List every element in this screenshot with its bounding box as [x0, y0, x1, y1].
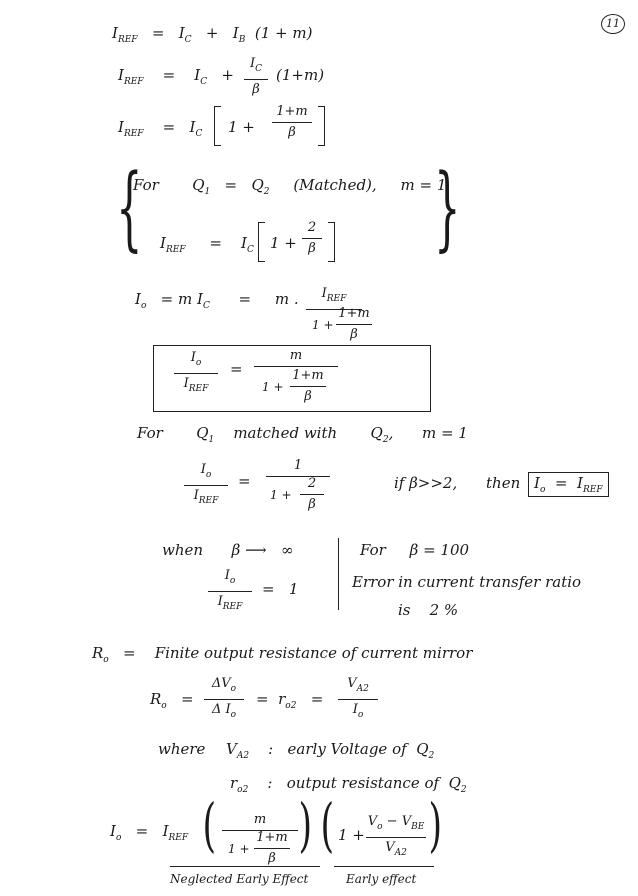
eq7-eq: = — [238, 472, 251, 490]
bracket-right-2 — [328, 222, 335, 262]
error-line1: Error in current transfer ratio — [352, 573, 582, 591]
brace-right: } — [434, 154, 461, 261]
bracket-left-2 — [258, 222, 265, 262]
fraction-vo-vbe-va: Vo − VBE VA2 — [366, 814, 426, 858]
paren-right-1: ) — [298, 791, 313, 859]
bracket-left — [214, 106, 221, 146]
fraction-1m-beta-4: 1+m β — [254, 830, 290, 867]
fraction-m-over: m — [254, 348, 338, 369]
equation-iref-matched: IREF = IC — [160, 234, 254, 255]
error-line2: is 2 % — [398, 601, 459, 619]
fraction-dvo-dio: ΔVo Δ Io — [204, 676, 244, 723]
den-one-plus: 1 + — [312, 318, 334, 332]
underline-neglected — [170, 866, 320, 867]
equation-tail: (1+m) — [276, 66, 325, 84]
limit-eq: = 1 — [262, 580, 299, 598]
eq7-den-one: 1 + — [270, 488, 292, 502]
boxed-eq: = — [230, 360, 243, 378]
bracket-right — [318, 106, 325, 146]
condition-beta: if β>>2, — [394, 474, 458, 492]
limit-when: when β ⟶ ∞ — [162, 541, 294, 559]
factor-one-plus: 1 + — [228, 118, 255, 136]
boxed-io-iref: Io = IREF — [528, 472, 609, 497]
paren-left-1: ( — [202, 791, 217, 859]
ro-definition: Ro = Finite output resistance of current… — [92, 644, 473, 665]
equation-io: Io = m IC = m . — [135, 290, 299, 311]
where-ro: ro2 : output resistance of Q2 — [230, 774, 467, 795]
matched-condition: For Q1 = Q2 (Matched), m = 1 — [133, 176, 447, 197]
divider-line — [338, 538, 339, 610]
underline-early — [334, 866, 434, 867]
fraction-va-io: VA2 Io — [338, 676, 378, 723]
equation-iref-ic-over-beta: IREF = IC + — [118, 66, 234, 87]
equation-iref-factor: IREF = IC — [118, 118, 203, 139]
fraction-1m-beta: 1+m β — [272, 104, 312, 141]
eq9-lhs: Io = IREF — [110, 822, 189, 843]
fraction-m-over-2: m — [222, 812, 298, 833]
fraction-2-beta: 2 β — [302, 220, 322, 257]
fraction-iref-over: IREF — [306, 286, 362, 312]
boxed-den-one: 1 + — [262, 380, 284, 394]
where-va: VA2 : early Voltage of Q2 — [226, 740, 435, 761]
boxed-result — [153, 345, 431, 412]
fraction-2-beta-2: 2 β — [300, 476, 324, 513]
paren-right-2: ) — [428, 791, 443, 859]
equation-iref-ib: IREF = IC + IB (1 + m) — [112, 24, 313, 45]
condition-then: then — [486, 474, 521, 492]
label-neglected: Neglected Early Effect — [170, 872, 309, 886]
fraction-io-iref: Io IREF — [174, 350, 218, 397]
fraction-1m-beta-3: 1+m β — [290, 368, 326, 405]
fraction-ic-beta: IC β — [244, 56, 268, 98]
error-for: For β = 100 — [360, 541, 470, 559]
factor-one-plus-2: 1 + — [270, 234, 297, 252]
paren-left-2: ( — [320, 791, 335, 859]
fraction-io-iref-3: Io IREF — [208, 568, 252, 615]
fraction-1-over: 1 — [266, 458, 330, 479]
eq9-den-one: 1 + — [228, 842, 250, 856]
fraction-1m-beta-2: 1+m β — [336, 306, 372, 343]
where-label: where — [158, 740, 206, 758]
label-early: Early effect — [346, 872, 417, 886]
matched-with: For Q1 matched with Q2, m = 1 — [137, 424, 468, 445]
brace-left: { — [116, 154, 143, 261]
page-number: 11 — [601, 14, 625, 34]
eq9-one-plus: 1 + — [338, 826, 365, 844]
ro-mid: = ro2 = — [256, 690, 324, 711]
ro-lhs: Ro = — [150, 690, 194, 711]
fraction-io-iref-2: Io IREF — [184, 462, 228, 509]
